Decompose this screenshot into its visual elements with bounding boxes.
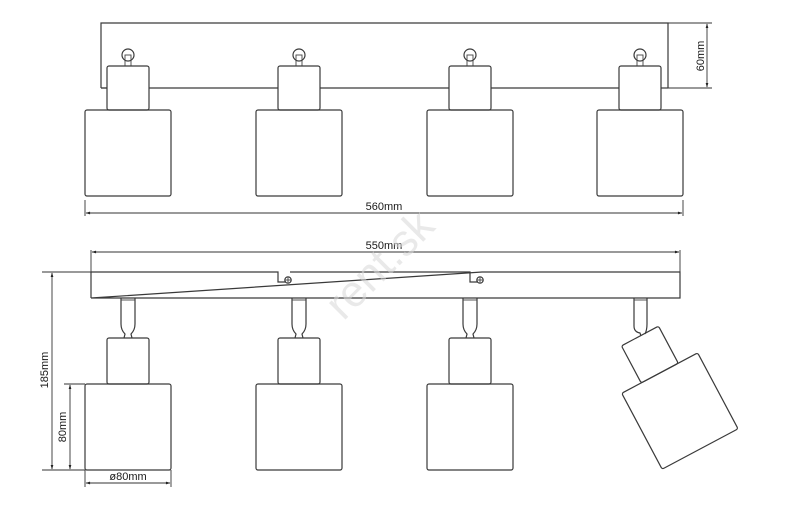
top-view: 60mm 560mm [84, 22, 712, 216]
screw-icon [476, 276, 484, 284]
swivel-joint [462, 298, 468, 339]
side-lamp-1 [84, 298, 172, 471]
dimension-label-560mm: 560mm [366, 201, 403, 213]
lamp-socket [448, 337, 492, 385]
hook-ring-icon [121, 48, 135, 62]
dimension-shade-height: 80mm [57, 383, 85, 470]
lamp-shade [596, 109, 684, 197]
lamp-shade [255, 383, 343, 471]
side-lamp-2 [255, 298, 343, 471]
top-lamp-3 [426, 48, 514, 197]
lamp-socket [277, 337, 321, 385]
lamp-socket [106, 337, 150, 385]
lamp-shade [621, 353, 738, 470]
lamp-socket [621, 326, 679, 383]
hook-ring-icon [463, 48, 477, 62]
dimension-overall-width: 560mm [84, 200, 684, 216]
dimension-total-height: 185mm [39, 271, 91, 471]
dimension-label-80mm: 80mm [57, 412, 69, 443]
screw-icon [284, 276, 292, 284]
swivel-joint [120, 298, 126, 339]
side-lamp-3 [426, 298, 514, 471]
dimension-plate-height: 60mm [668, 22, 712, 89]
lamp-socket [277, 65, 321, 111]
dimension-bar-length: 550mm [90, 240, 681, 272]
side-lamp-4-tilted [621, 298, 738, 470]
top-lamp-4 [596, 48, 684, 197]
swivel-joint [291, 298, 297, 339]
ceiling-plate [100, 22, 669, 88]
dimension-label-diameter-80mm: ø80mm [109, 471, 146, 483]
hook-ring-icon [633, 48, 647, 62]
lamp-shade [426, 383, 514, 471]
watermark: rent.sk [316, 200, 445, 329]
top-lamp-2 [255, 48, 343, 197]
dimension-label-550mm: 550mm [366, 240, 403, 252]
lamp-shade [84, 109, 172, 197]
lamp-socket [618, 65, 662, 111]
top-lamp-1 [84, 48, 172, 197]
lamp-shade [84, 383, 172, 471]
dimension-label-60mm: 60mm [695, 41, 707, 72]
lamp-socket [106, 65, 150, 111]
lamp-shade [426, 109, 514, 197]
mounting-bar [90, 271, 681, 299]
dimension-label-185mm: 185mm [39, 352, 51, 389]
hook-ring-icon [292, 48, 306, 62]
side-view: 550mm [39, 240, 738, 487]
lamp-shade [255, 109, 343, 197]
lamp-socket [448, 65, 492, 111]
dimension-shade-diameter: ø80mm [84, 470, 172, 487]
